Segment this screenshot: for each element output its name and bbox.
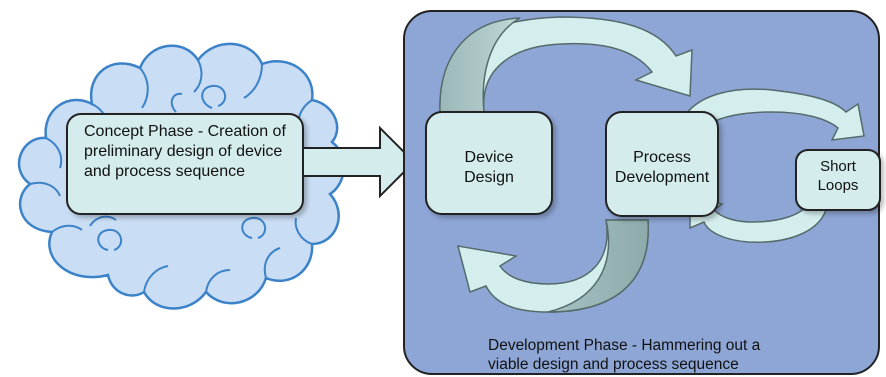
short-loops-label: Short Loops bbox=[796, 157, 880, 195]
development-phase-caption: Development Phase - Hammering out a viab… bbox=[488, 336, 828, 374]
bottom-cycle-arrow bbox=[456, 219, 649, 313]
short-loops-box bbox=[795, 149, 881, 211]
short-loop-upper-arrow bbox=[685, 88, 865, 141]
process-development-box bbox=[605, 111, 719, 217]
device-design-label: Device Design bbox=[426, 148, 552, 188]
short-loops-line1: Short bbox=[820, 158, 856, 175]
device-design-line2: Design bbox=[464, 169, 514, 186]
short-loops-line2: Loops bbox=[817, 177, 859, 194]
development-phase-line2: viable design and process sequence bbox=[488, 356, 739, 373]
top-cycle-arrow bbox=[439, 16, 693, 113]
device-design-box bbox=[425, 111, 553, 215]
development-phase-line1: Development Phase - Hammering out a bbox=[488, 337, 761, 354]
process-development-label: Process Development bbox=[606, 148, 718, 188]
concept-to-development-arrow bbox=[302, 125, 416, 199]
concept-phase-text: Concept Phase - Creation of preliminary … bbox=[84, 123, 286, 180]
device-design-line1: Device bbox=[464, 149, 514, 166]
process-development-line2: Development bbox=[614, 169, 710, 186]
process-development-line1: Process bbox=[633, 149, 691, 166]
